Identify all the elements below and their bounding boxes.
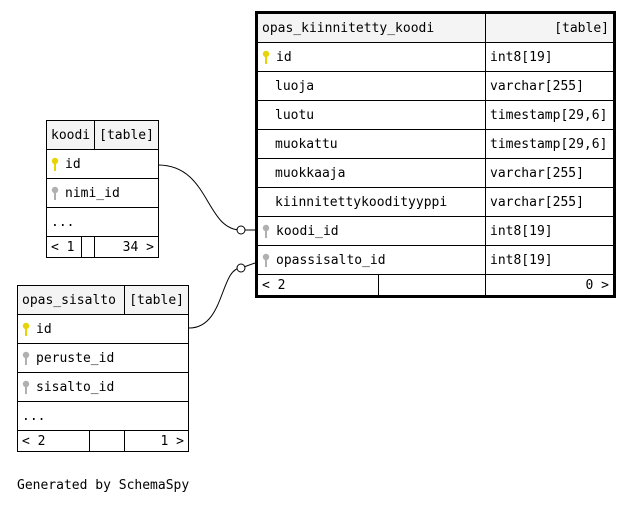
- column-name: kiinnitettykoodityyppi: [275, 194, 448, 210]
- column-row[interactable]: muokattu timestamp[29,6]: [256, 129, 615, 159]
- table-type-tag: [table]: [94, 120, 159, 150]
- column-row[interactable]: id: [17, 314, 189, 344]
- children-count[interactable]: 34 >: [94, 236, 159, 258]
- column-row[interactable]: luoja varchar[255]: [256, 71, 615, 101]
- children-count[interactable]: 0 >: [485, 274, 615, 297]
- primary-key-icon: [22, 322, 30, 336]
- edge-koodi-to-koodi-id: [157, 164, 266, 231]
- column-type: int8[19]: [485, 216, 615, 246]
- column-row[interactable]: koodi_id int8[19]: [256, 216, 615, 246]
- column-name: peruste_id: [36, 350, 115, 366]
- column-name: luotu: [275, 107, 315, 123]
- column-row[interactable]: id: [46, 149, 159, 179]
- parents-count[interactable]: < 1: [46, 236, 82, 258]
- foreign-key-icon: [22, 351, 30, 365]
- edge-opas-sisalto-optional-marker: [236, 263, 246, 273]
- parents-count[interactable]: < 2: [17, 430, 90, 452]
- column-name: id: [36, 321, 52, 337]
- column-type: varchar[255]: [485, 187, 615, 217]
- column-row[interactable]: nimi_id: [46, 178, 159, 208]
- table-header: opas_kiinnitetty_koodi [table]: [256, 12, 615, 43]
- foreign-key-icon: [262, 253, 270, 267]
- column-row[interactable]: sisalto_id: [17, 372, 189, 402]
- column-name: sisalto_id: [36, 379, 115, 395]
- column-name: nimi_id: [65, 185, 120, 201]
- column-row[interactable]: muokkaaja varchar[255]: [256, 158, 615, 188]
- column-type: varchar[255]: [485, 71, 615, 101]
- edge-koodi-optional-marker: [236, 225, 246, 235]
- column-name: muokattu: [275, 136, 338, 152]
- table-nav-row: < 2 0 >: [256, 274, 615, 297]
- foreign-key-icon: [51, 186, 59, 200]
- column-row[interactable]: peruste_id: [17, 343, 189, 373]
- primary-key-icon: [51, 157, 59, 171]
- table-nav-row: < 1 34 >: [46, 236, 159, 258]
- column-name: koodi_id: [276, 223, 339, 239]
- parents-count[interactable]: < 2: [256, 274, 379, 297]
- more-columns: ...: [17, 401, 189, 431]
- column-row[interactable]: opassisalto_id int8[19]: [256, 245, 615, 275]
- column-type: timestamp[29,6]: [485, 100, 615, 130]
- primary-key-icon: [262, 50, 270, 64]
- column-name: id: [65, 156, 81, 172]
- column-row[interactable]: luotu timestamp[29,6]: [256, 100, 615, 130]
- table-type-tag: [table]: [124, 285, 189, 315]
- more-columns: ...: [46, 207, 159, 237]
- column-type: timestamp[29,6]: [485, 129, 615, 159]
- table-name: opas_kiinnitetty_koodi: [262, 20, 435, 36]
- table-name: opas_sisalto: [22, 292, 116, 308]
- table-header: opas_sisalto [table]: [16, 285, 189, 315]
- column-row[interactable]: kiinnitettykoodityyppi varchar[255]: [256, 187, 615, 217]
- footer-credit: Generated by SchemaSpy: [17, 478, 190, 493]
- column-type: varchar[255]: [485, 158, 615, 188]
- table-koodi[interactable]: koodi [table] id nimi_id ... < 1 34 >: [45, 120, 159, 258]
- column-type: int8[19]: [485, 245, 615, 275]
- foreign-key-icon: [262, 224, 270, 238]
- column-name: muokkaaja: [275, 165, 346, 181]
- table-nav-row: < 2 1 >: [17, 430, 189, 452]
- column-row[interactable]: id int8[19]: [256, 42, 615, 72]
- table-opas-kiinnitetty-koodi[interactable]: opas_kiinnitetty_koodi [table] id int8[19…: [255, 11, 616, 298]
- column-type: int8[19]: [485, 42, 615, 72]
- column-name: luoja: [275, 78, 315, 94]
- column-name: id: [276, 49, 292, 65]
- column-name: opassisalto_id: [276, 252, 386, 268]
- more-columns-row: ...: [17, 401, 189, 431]
- more-columns-row: ...: [46, 207, 159, 237]
- table-header: koodi [table]: [45, 120, 159, 150]
- children-count[interactable]: 1 >: [124, 430, 189, 452]
- foreign-key-icon: [22, 380, 30, 394]
- table-type-tag: [table]: [485, 12, 615, 43]
- table-name: koodi: [51, 127, 91, 143]
